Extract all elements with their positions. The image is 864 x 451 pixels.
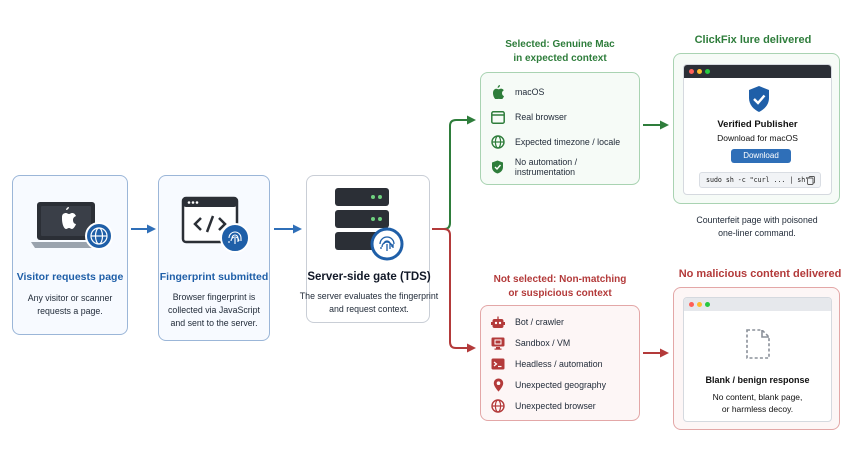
benign-outcome-card: Blank / benign response No content, blan… xyxy=(673,287,840,430)
selected-item-label: Expected timezone / locale xyxy=(515,137,621,147)
clickfix-caption-line2: one-liner command. xyxy=(718,228,796,238)
shield-check-icon xyxy=(491,160,505,174)
selected-item-label: Real browser xyxy=(515,112,567,122)
browser-titlebar xyxy=(684,298,831,311)
clickfix-caption-line1: Counterfeit page with poisoned xyxy=(696,215,818,225)
visitor-step-desc-line1: Any visitor or scanner xyxy=(27,293,113,303)
poisoned-command-box[interactable]: sudo sh -c "curl ... | sh" xyxy=(699,172,821,188)
server-fingerprint-icon xyxy=(335,188,404,261)
benign-desc-line1: No content, blank page, xyxy=(712,392,803,402)
not-selected-item-label: Unexpected browser xyxy=(515,401,596,411)
server-gate-title: Server-side gate (TDS) xyxy=(307,271,431,283)
fingerprint-step-desc-line3: and sent to the server. xyxy=(170,318,258,328)
visitor-step-title: Visitor requests page xyxy=(16,271,124,283)
arrow-fingerprint-to-server xyxy=(274,224,302,234)
download-button[interactable]: Download xyxy=(731,149,791,163)
server-gate-desc-line1: The server evaluates the fingerprint xyxy=(299,291,439,301)
selected-item-label: No automation / instrumentation xyxy=(514,157,578,177)
window-maximize-dot xyxy=(705,69,710,74)
arrow-selected-to-clickfix xyxy=(643,120,669,130)
selected-item-real-browser: Real browser xyxy=(491,108,567,126)
code-window-fingerprint-icon xyxy=(181,196,250,253)
selected-item-macos: macOS xyxy=(491,83,544,101)
window-maximize-dot xyxy=(705,302,710,307)
not-selected-branch-title-line1: Not selected: Non-matching xyxy=(493,274,627,285)
arrow-visitor-to-fingerprint xyxy=(131,224,156,234)
selected-item-timezone: Expected timezone / locale xyxy=(491,133,620,151)
copy-icon[interactable] xyxy=(807,176,815,185)
benign-title: No malicious content delivered xyxy=(678,268,842,280)
server-gate-desc-line2: and request context. xyxy=(329,304,409,314)
selected-criteria-card: macOS Real browser Expected timezone / l… xyxy=(480,72,640,185)
benign-desc-line2: or harmless decoy. xyxy=(721,404,794,414)
visitor-step-card: Visitor requests page Any visitor or sca… xyxy=(12,175,128,335)
globe-icon xyxy=(491,399,505,413)
browser-titlebar xyxy=(684,65,831,78)
map-pin-icon xyxy=(491,378,505,392)
not-selected-criteria-card: Bot / crawler Sandbox / VM Headless / au… xyxy=(480,305,640,421)
not-selected-item-label: Bot / crawler xyxy=(515,317,564,327)
browser-window-icon xyxy=(491,110,505,124)
not-selected-item-geography: Unexpected geography xyxy=(491,376,606,394)
fingerprint-step-card: Fingerprint submitted Browser fingerprin… xyxy=(158,175,270,341)
window-minimize-dot xyxy=(697,69,702,74)
window-close-dot xyxy=(689,69,694,74)
not-selected-item-browser: Unexpected browser xyxy=(491,397,596,415)
arrow-notselected-to-benign xyxy=(643,348,669,358)
laptop-apple-globe-icon xyxy=(31,202,113,250)
clickfix-outcome-card: Verified Publisher Download for macOS Do… xyxy=(673,53,840,204)
apple-icon xyxy=(491,85,505,99)
arrow-server-to-selected xyxy=(432,115,476,230)
benign-page-title: Blank / benign response xyxy=(705,375,810,385)
fingerprint-step-title: Fingerprint submitted xyxy=(159,271,269,283)
monitor-icon xyxy=(491,336,505,350)
terminal-icon xyxy=(491,357,505,371)
not-selected-item-label: Sandbox / VM xyxy=(515,338,571,348)
window-close-dot xyxy=(689,302,694,307)
fingerprint-step-desc-line2: collected via JavaScript xyxy=(168,305,260,315)
benign-browser-window: Blank / benign response No content, blan… xyxy=(683,297,832,422)
robot-icon xyxy=(491,315,505,329)
window-minimize-dot xyxy=(697,302,702,307)
not-selected-item-headless: Headless / automation xyxy=(491,355,603,373)
blank-document-icon xyxy=(746,329,770,359)
selected-branch-title-line1: Selected: Genuine Mac xyxy=(505,39,615,50)
not-selected-item-label: Unexpected geography xyxy=(515,380,606,390)
clickfix-page-title: Verified Publisher xyxy=(717,119,798,130)
not-selected-item-bot: Bot / crawler xyxy=(491,313,564,331)
globe-icon xyxy=(491,135,505,149)
not-selected-item-sandbox: Sandbox / VM xyxy=(491,334,570,352)
server-gate-card: Server-side gate (TDS) The server evalua… xyxy=(300,175,438,323)
not-selected-item-label: Headless / automation xyxy=(515,359,603,369)
clickfix-page-subtitle: Download for macOS xyxy=(717,133,798,143)
fingerprint-step-desc-line1: Browser fingerprint is xyxy=(172,292,256,302)
visitor-step-desc-line2: requests a page. xyxy=(37,306,103,316)
selected-item-no-automation: No automation / instrumentation xyxy=(491,157,639,177)
selected-item-label: macOS xyxy=(515,87,545,97)
clickfix-title: ClickFix lure delivered xyxy=(694,34,812,46)
selected-branch-title-line2: in expected context xyxy=(513,53,607,64)
arrow-server-to-not-selected xyxy=(432,228,476,353)
verified-shield-icon xyxy=(749,86,769,112)
clickfix-browser-window: Verified Publisher Download for macOS Do… xyxy=(683,64,832,195)
not-selected-branch-title-line2: or suspicious context xyxy=(508,288,612,299)
poisoned-command-text: sudo sh -c "curl ... | sh" xyxy=(706,176,810,184)
